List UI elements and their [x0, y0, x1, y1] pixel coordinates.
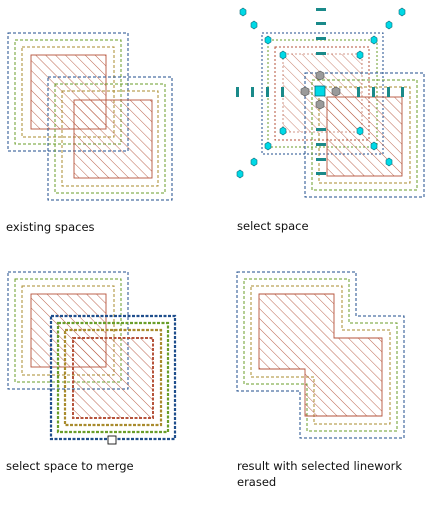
grip-bar	[251, 87, 254, 97]
caption-result-line-1: result with selected linework	[237, 459, 403, 473]
grip-bar	[316, 172, 326, 175]
grip-bar	[281, 87, 284, 97]
caption-select-space-to-merge: select space to merge	[6, 459, 134, 473]
result-middle-boundary	[243, 278, 398, 432]
corner-grips[interactable]	[236, 7, 406, 179]
result-inner-boundary	[250, 285, 391, 425]
caption-result-line-2: erased	[237, 475, 277, 489]
caption-existing-spaces: existing spaces	[6, 220, 95, 234]
grip-hex	[356, 126, 364, 136]
grip-bar	[357, 87, 360, 97]
grip-hex	[385, 157, 393, 167]
space-b	[47, 76, 173, 201]
grip-bar	[316, 52, 326, 55]
grip-hex	[356, 50, 364, 60]
grip-gray-hex	[331, 86, 341, 97]
grip-bar	[266, 87, 269, 97]
grip-bar	[316, 128, 326, 131]
grip-bar	[401, 87, 404, 97]
grip-hex	[236, 169, 244, 179]
panel-select-space	[236, 7, 425, 198]
grip-bar	[236, 87, 239, 97]
panel-select-merge	[7, 271, 177, 445]
grip-hex	[264, 141, 272, 151]
result-outer-boundary	[236, 271, 405, 439]
grip-bar	[316, 143, 326, 146]
grip-gray-hex	[315, 99, 325, 110]
grip-bar	[316, 158, 326, 161]
pick-box-cursor	[107, 435, 117, 445]
grip-hex	[239, 7, 247, 17]
grip-center-square	[314, 85, 326, 97]
grip-hex	[264, 35, 272, 45]
panel-result	[236, 271, 405, 439]
grip-hex	[279, 126, 287, 136]
caption-select-space: select space	[237, 219, 309, 233]
grip-gray-hex	[300, 86, 310, 97]
grip-hex	[250, 157, 258, 167]
grip-hex	[370, 35, 378, 45]
grip-gray-hex	[315, 70, 325, 81]
edge-grips[interactable]	[236, 8, 404, 175]
center-grips[interactable]	[300, 70, 341, 110]
grip-hex	[398, 7, 406, 17]
grip-bar	[372, 87, 375, 97]
grip-hex	[250, 20, 258, 30]
result-hatched-area	[258, 293, 383, 417]
panel-existing-spaces	[7, 32, 173, 201]
grip-hex	[385, 20, 393, 30]
grip-bar	[316, 22, 326, 25]
grip-bar	[316, 8, 326, 11]
grip-bar	[316, 37, 326, 40]
grip-hex	[370, 141, 378, 151]
grip-hex	[279, 50, 287, 60]
grip-bar	[387, 87, 390, 97]
space-b-selected	[49, 314, 177, 441]
